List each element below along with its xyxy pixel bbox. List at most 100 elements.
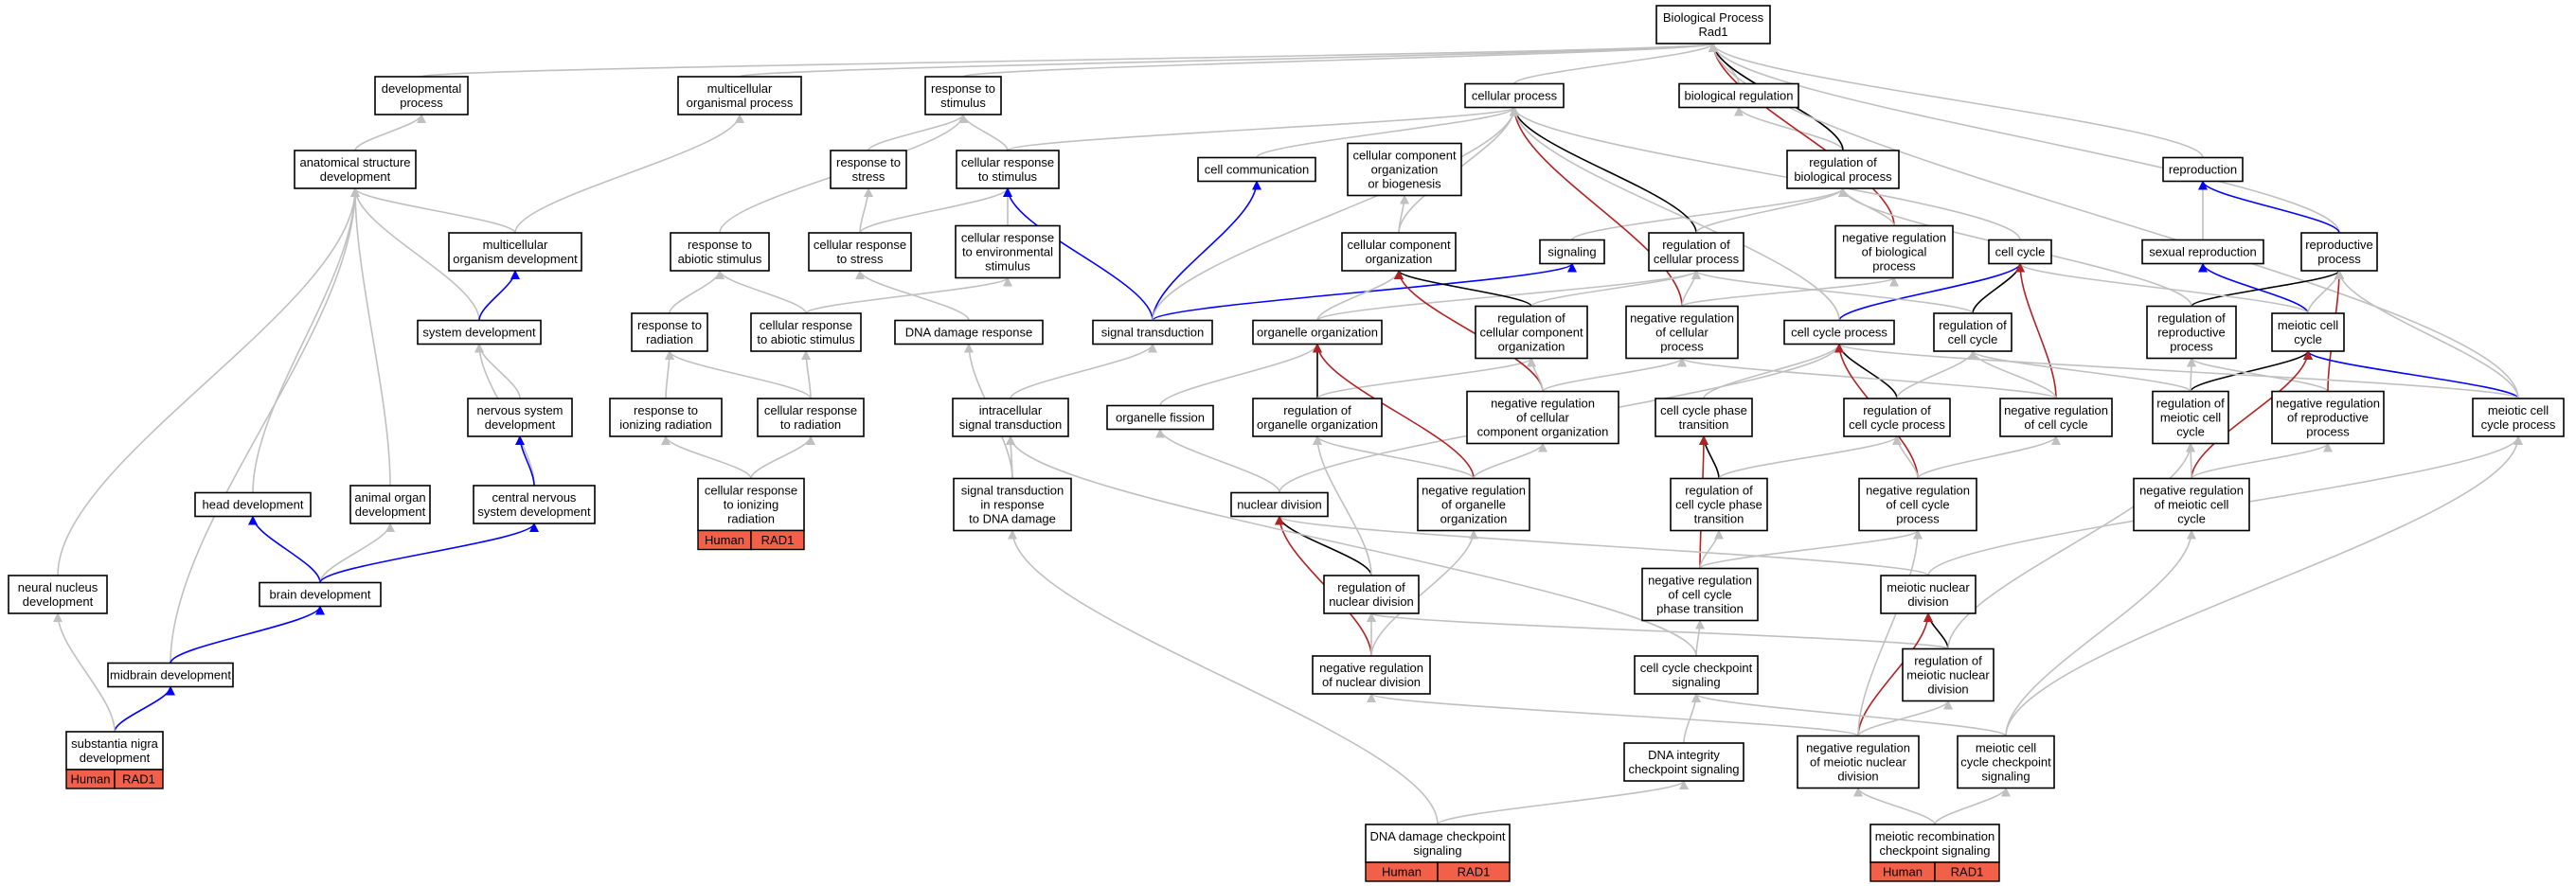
go-term-node-nucdiv[interactable]: nuclear division — [1230, 491, 1329, 518]
go-term-box — [1655, 398, 1753, 437]
go-term-label-line: of meiotic cell — [2155, 498, 2229, 512]
go-term-label-line: cellular component — [1479, 326, 1583, 340]
go-term-box — [830, 150, 907, 189]
go-term-label-line: phase transition — [1656, 602, 1744, 616]
edge-multidev-to-anatdev-is-a — [350, 187, 516, 234]
go-term-node-midbraindev[interactable]: midbrain development — [107, 662, 234, 688]
go-term-label-line: of reproductive — [2287, 411, 2369, 425]
go-term-node-cellcomm[interactable]: cell communication — [1197, 156, 1316, 183]
go-term-node-dnadmg[interactable]: DNA damage response — [894, 319, 1044, 346]
go-term-label-line: to DNA damage — [969, 512, 1056, 526]
go-term-node-orgorg[interactable]: organelle organization — [1252, 319, 1383, 346]
edge-negregorgorg-to-negregccorg-is-a — [1473, 442, 1547, 479]
go-term-node-braindev[interactable]: brain development — [259, 581, 382, 608]
go-term-node-signaling[interactable]: signaling — [1539, 239, 1605, 265]
go-term-node-sexrep[interactable]: sexual reproduction — [2141, 239, 2264, 265]
go-term-node-cellproc[interactable]: cellular process — [1464, 82, 1565, 109]
go-term-label-line: negative regulation — [2276, 397, 2380, 411]
go-term-label-line: regulation of — [1662, 238, 1730, 252]
go-term-label-line: process — [1896, 512, 1940, 526]
go-term-node-ccproc[interactable]: cell cycle process — [1783, 319, 1895, 346]
go-term-node-sysdev[interactable]: system development — [417, 319, 542, 346]
edge-sysdev-to-anatdev-is-a — [350, 187, 480, 321]
go-term-box — [955, 224, 1061, 279]
go-term-node-reproduction[interactable]: reproduction — [2162, 156, 2244, 183]
go-term-box — [467, 398, 573, 437]
go-term-box — [1323, 575, 1420, 614]
go-term-box — [609, 398, 723, 437]
go-term-node-sigtrans[interactable]: signal transduction — [1092, 319, 1213, 346]
go-term-node-cellcycle[interactable]: cell cycle — [1988, 239, 2052, 265]
go-term-box — [924, 76, 1002, 115]
edge-reproproc-to-bp-is-a — [1708, 43, 2340, 234]
go-term-node-bioreg[interactable]: biological regulation — [1678, 82, 1799, 109]
edge-orgfission-to-orgorg-is-a — [1159, 343, 1322, 406]
go-term-label-line: cell cycle — [1948, 332, 1998, 346]
go-term-node-orgfission[interactable]: organelle fission — [1106, 404, 1214, 431]
go-term-label-line: sexual reproduction — [2149, 245, 2256, 259]
go-term-label-line: checkpoint signaling — [1879, 843, 1990, 858]
go-term-node-headdev[interactable]: head development — [194, 491, 312, 518]
annotation-species-label: Human — [1382, 865, 1422, 879]
go-term-label-line: organismal process — [687, 96, 794, 110]
edge-midbraindev-to-anatdev-is-a — [170, 187, 360, 664]
